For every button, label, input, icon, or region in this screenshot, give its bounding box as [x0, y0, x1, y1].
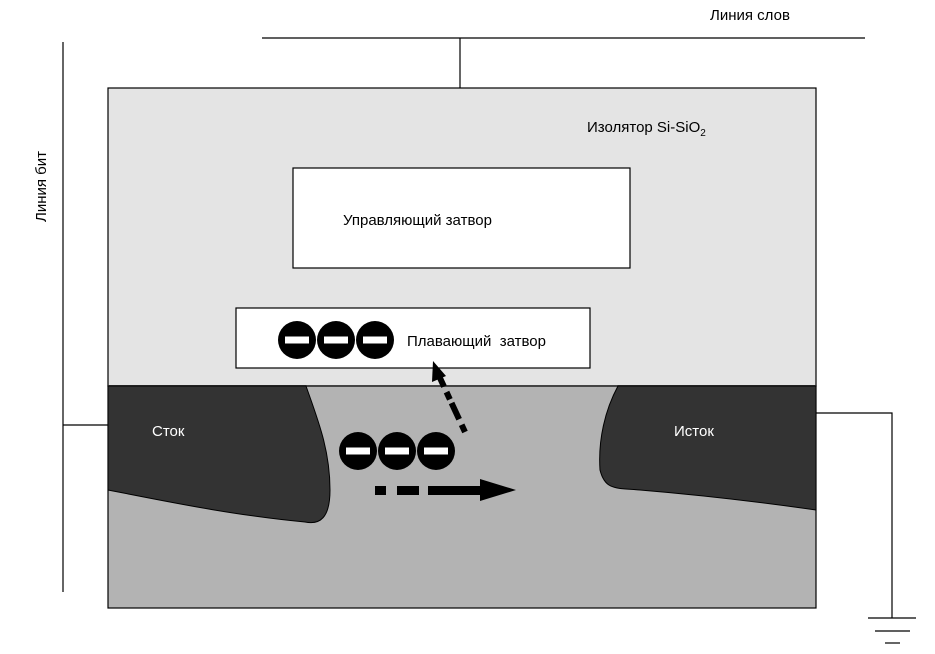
control-gate-label: Управляющий затвор [343, 212, 492, 229]
ground-symbol-icon [816, 412, 916, 644]
source-label: Исток [674, 423, 714, 440]
bit-line-label: Линия бит [33, 151, 50, 222]
word-line-label: Линия слов [710, 7, 790, 24]
electron-icon [378, 432, 416, 470]
electron-icon [356, 321, 394, 359]
control-gate [292, 167, 631, 269]
electron-icon [317, 321, 355, 359]
floating-gate-label: Плавающий затвор [407, 333, 546, 350]
drain-region [107, 385, 331, 524]
electron-icon [278, 321, 316, 359]
channel-current-arrow [375, 479, 516, 501]
electron-icon [417, 432, 455, 470]
electron-icon [339, 432, 377, 470]
tunneling-arrow [432, 361, 468, 434]
source-region [599, 385, 817, 511]
drain-label: Сток [152, 423, 185, 440]
insulator-label: Изолятор Si-SiO2 [587, 119, 706, 139]
